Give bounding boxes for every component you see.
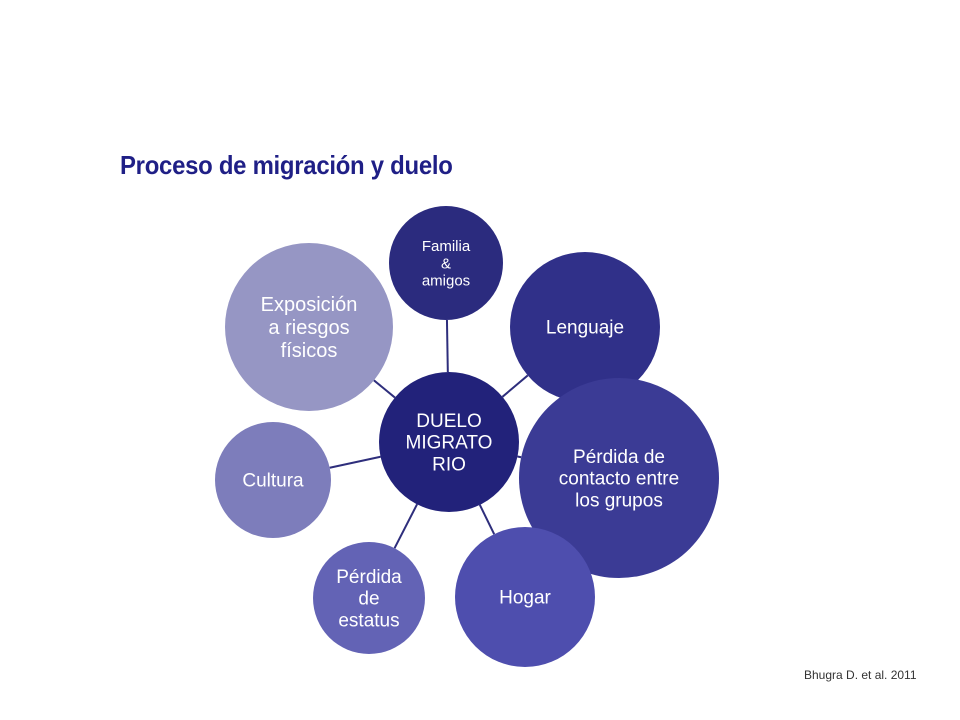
node-perdida-estatus-label-line: de: [358, 589, 379, 610]
node-hogar-label-line: Hogar: [499, 588, 551, 609]
node-exposicion-label-line: Exposición: [261, 294, 358, 316]
citation: Bhugra D. et al. 2011: [804, 668, 917, 682]
node-cultura-label-line: Cultura: [242, 471, 304, 492]
node-familia: Familia&amigos: [389, 206, 503, 320]
node-perdida-estatus-circle: [313, 542, 425, 654]
node-exposicion-label-line: a riesgos: [268, 317, 349, 339]
node-exposicion-circle: [225, 243, 393, 411]
connector-perdida-contacto: [517, 455, 522, 459]
node-cultura: Cultura: [215, 422, 331, 538]
node-hogar: Hogar: [455, 527, 595, 667]
node-perdida-estatus-label-line: estatus: [338, 611, 399, 632]
node-perdida-contacto-circle: [519, 378, 719, 578]
node-hogar-circle: [455, 527, 595, 667]
connector-perdida-estatus: [393, 503, 418, 549]
center-node-circle: [379, 372, 519, 512]
connector-cultura: [329, 455, 381, 469]
node-perdida-contacto-label-line: los grupos: [575, 491, 663, 512]
node-familia-label-line: amigos: [422, 273, 470, 290]
node-familia-label-line: &: [441, 255, 451, 272]
node-lenguaje: Lenguaje: [510, 252, 660, 402]
node-exposicion-label-line: físicos: [281, 340, 338, 362]
node-familia-label-line: Familia: [422, 238, 471, 255]
connector-familia: [445, 319, 449, 373]
center-node-label-line: MIGRATO: [406, 433, 493, 454]
connector-hogar: [478, 504, 496, 535]
connectors: [329, 319, 529, 549]
connector-lenguaje: [501, 374, 529, 398]
slide-title: Proceso de migración y duelo: [120, 150, 453, 180]
node-familia-circle: [389, 206, 503, 320]
connector-exposicion: [373, 379, 396, 399]
node-lenguaje-label-line: Lenguaje: [546, 318, 624, 339]
node-perdida-contacto-label-line: contacto entre: [559, 469, 679, 490]
center-node-label-line: DUELO: [416, 411, 481, 432]
node-perdida-estatus-label-line: Pérdida: [336, 567, 402, 588]
center-node-label-line: RIO: [432, 455, 466, 476]
node-cultura-circle: [215, 422, 331, 538]
node-perdida-contacto-label-line: Pérdida de: [573, 447, 665, 468]
node-lenguaje-circle: [510, 252, 660, 402]
